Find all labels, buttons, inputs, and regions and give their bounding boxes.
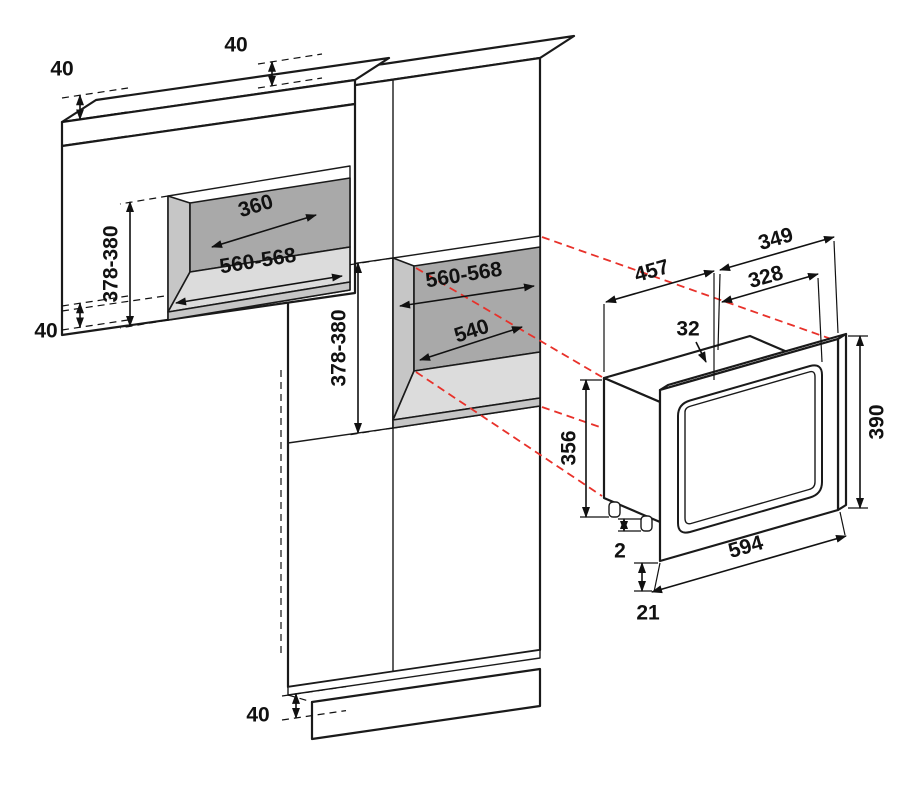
- dim-line: [419, 326, 523, 361]
- dim-line: [175, 273, 343, 306]
- dim-line: [651, 534, 847, 594]
- dim-mw-depth: 457: [632, 255, 672, 287]
- dim-mw-bottom-lip: 21: [636, 602, 660, 625]
- ext-line: [839, 511, 846, 536]
- microwave-door-window-inner: [684, 370, 816, 525]
- ext-line: [833, 240, 839, 334]
- dim-mw-top-gap: 32: [676, 318, 699, 341]
- dim-line: [605, 269, 715, 304]
- ext-line: [257, 77, 323, 89]
- ext-line: [717, 273, 721, 351]
- dim-wall-top-clearance: 40: [50, 58, 73, 81]
- dim-line: [719, 235, 835, 272]
- projection-line-back-top: [415, 267, 603, 378]
- dim-wall-niche-height: 378-380: [100, 225, 123, 302]
- microwave-foot-front: [608, 501, 621, 518]
- microwave-frame-right-edge: [836, 332, 848, 512]
- ext-line: [653, 562, 661, 593]
- tall-cabinet-bottom-edge: [287, 649, 541, 696]
- dim-mw-foot-gap: 2: [614, 540, 626, 563]
- dim-tall-niche-height: 378-380: [328, 309, 351, 386]
- dim-mw-body-height: 356: [558, 430, 581, 465]
- dim-line: [211, 214, 317, 248]
- leader-line: [695, 341, 707, 363]
- dim-mw-front-height: 390: [866, 404, 889, 439]
- microwave: [602, 332, 848, 563]
- dim-tall-plinth-clearance: 40: [246, 704, 269, 727]
- dim-mw-window-width: 328: [746, 261, 786, 293]
- dim-line: [721, 272, 819, 304]
- dim-wall-bottom-clearance: 40: [34, 320, 57, 343]
- microwave-body-side: [602, 376, 662, 524]
- dimensions-microwave: 457 349 328 32 390 356 594 2: [558, 223, 889, 624]
- plinth-hidden-line: [287, 694, 313, 703]
- ext-line: [257, 53, 323, 65]
- dim-line: [399, 283, 535, 309]
- ext-line: [281, 686, 347, 697]
- projection-line-back-bottom: [415, 371, 603, 497]
- microwave-door-window: [677, 364, 823, 534]
- microwave-foot-rear: [640, 515, 653, 532]
- tall-niche-shelf-edge: [392, 397, 541, 429]
- dim-tall-top-clearance: 40: [224, 34, 247, 57]
- tall-cabinet-plinth: [310, 667, 542, 741]
- ext-line: [281, 710, 347, 721]
- projection-lines: [415, 236, 835, 509]
- microwave-front-frame: [658, 337, 840, 563]
- dimensions-tall-cabinet: 40 560-568 540 378-380 40: [224, 34, 535, 727]
